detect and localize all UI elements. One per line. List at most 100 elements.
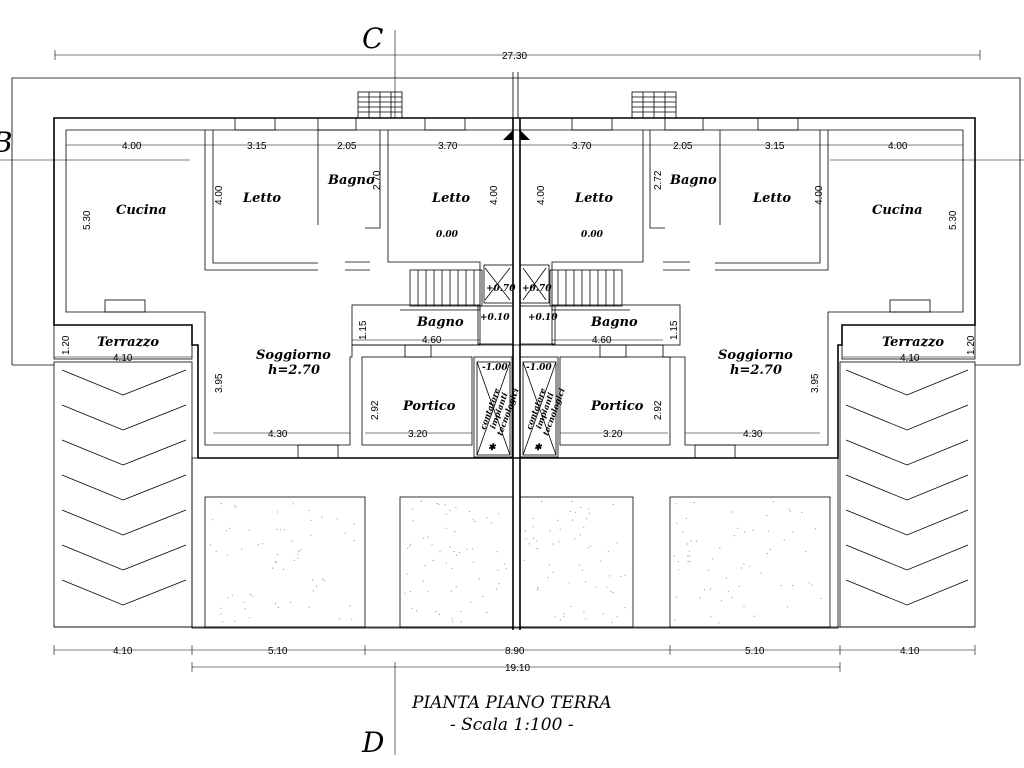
garden-speck <box>786 606 789 608</box>
garden-speck <box>290 601 292 603</box>
garden-speck <box>412 520 414 522</box>
dim-v-cucina-left: 5.30 <box>82 210 93 230</box>
garden-speck <box>497 513 500 515</box>
chimney-right <box>631 91 677 119</box>
garden-speck <box>234 620 236 622</box>
tech-cabinet-right <box>522 361 557 456</box>
garden-speck <box>769 548 771 551</box>
dim-v-letto-left: 4.00 <box>214 185 225 205</box>
garden-speck <box>675 503 677 505</box>
level-bagno-right: +0.10 <box>528 313 558 323</box>
garden-speck <box>693 502 695 504</box>
garden-speck <box>226 530 228 532</box>
garden-speck <box>554 616 557 618</box>
hdim-lines <box>54 339 975 434</box>
ramp-right <box>839 361 976 628</box>
garden-speck <box>574 538 576 540</box>
level-stair-left: +0.70 <box>486 284 516 294</box>
garden-speck <box>349 605 351 607</box>
garden-speck <box>766 514 768 517</box>
garden-speck <box>458 551 461 554</box>
garden-speck <box>536 540 538 542</box>
garden-speck <box>241 548 243 550</box>
garden-speck <box>455 506 457 508</box>
walls-left-unit <box>53 130 514 459</box>
room-terrazzo-left: Terrazzo <box>97 335 159 350</box>
dim-bottom-4: 5.10 <box>745 646 765 657</box>
garden-speck <box>568 582 571 584</box>
garden-speck <box>474 521 476 523</box>
room-soggiorno-right-height: h=2.70 <box>730 363 782 378</box>
garden-speck <box>549 530 551 532</box>
bottom-dimensions <box>53 645 976 672</box>
garden-speck <box>450 590 452 592</box>
garden-speck <box>612 503 615 506</box>
room-cucina-left: Cucina <box>116 203 167 218</box>
garden-speck <box>284 529 286 531</box>
garden-speck <box>276 528 278 531</box>
garden-speck <box>541 500 543 502</box>
garden-speck <box>572 519 574 521</box>
garden-speck <box>451 618 453 620</box>
garden-speck <box>436 503 438 505</box>
garden-speck <box>453 551 455 553</box>
dim-top-8: 4.00 <box>888 141 908 152</box>
garden-speck <box>249 593 251 596</box>
garden-speck <box>557 519 559 522</box>
garden-speck <box>416 610 418 612</box>
garden-speck <box>677 561 680 563</box>
tech-label-left: contatore impianti tecnologici <box>477 387 520 437</box>
dim-terrazzo-h-right: 1.20 <box>966 335 977 355</box>
garden-speck <box>496 551 498 553</box>
tech-cabinet-left <box>476 361 511 456</box>
garden-speck <box>610 591 612 593</box>
garden-speck <box>222 621 224 623</box>
garden-speck <box>559 528 561 530</box>
garden-speck <box>427 590 429 592</box>
garden-speck <box>498 583 500 585</box>
garden-speck <box>244 608 246 610</box>
garden-speck <box>291 540 293 542</box>
garden-speck <box>235 506 237 508</box>
garden-speck <box>277 606 279 609</box>
garden-speck <box>412 508 414 510</box>
dim-inner-width: 19.10 <box>505 663 530 674</box>
room-bagno-right-2: Bagno <box>590 315 638 330</box>
room-letto-right-2: Letto <box>574 191 613 206</box>
corner-marker-left <box>503 130 513 140</box>
garden-speck <box>445 527 448 529</box>
garden-speck <box>616 542 618 544</box>
garden-speck <box>466 548 468 550</box>
garden-speck <box>760 572 762 574</box>
garden-speck <box>411 607 413 610</box>
garden-speck <box>585 517 588 520</box>
garden-speck <box>766 553 769 555</box>
garden-speck <box>423 537 425 539</box>
garden-speck <box>707 569 710 571</box>
garden-speck <box>752 529 754 531</box>
room-soggiorno-left-height: h=2.70 <box>268 363 320 378</box>
garden-speck <box>600 560 602 562</box>
garden-speck <box>674 619 676 622</box>
garden-speck <box>569 510 571 513</box>
garden-speck <box>478 578 480 580</box>
garden-speck <box>588 508 590 510</box>
garden-speck <box>677 569 680 571</box>
garden-speck <box>282 568 285 571</box>
garden-speck <box>338 618 341 620</box>
garden-speck <box>725 577 728 579</box>
dim-v-cucina-right: 5.30 <box>948 210 959 230</box>
drawing-scale: - Scala 1:100 - <box>450 715 574 735</box>
garden-speck <box>471 548 474 550</box>
room-bagno-left-2: Bagno <box>416 315 464 330</box>
garden-speck <box>408 545 410 547</box>
garden-speck <box>272 567 274 569</box>
garden-speck <box>792 531 794 533</box>
level-portico-right: -1.00 <box>526 363 552 373</box>
garden-speck <box>523 559 525 562</box>
garden-speck <box>571 500 573 503</box>
garden-speck <box>743 563 745 565</box>
garden-speck <box>547 577 549 579</box>
garden-speck <box>212 519 214 521</box>
